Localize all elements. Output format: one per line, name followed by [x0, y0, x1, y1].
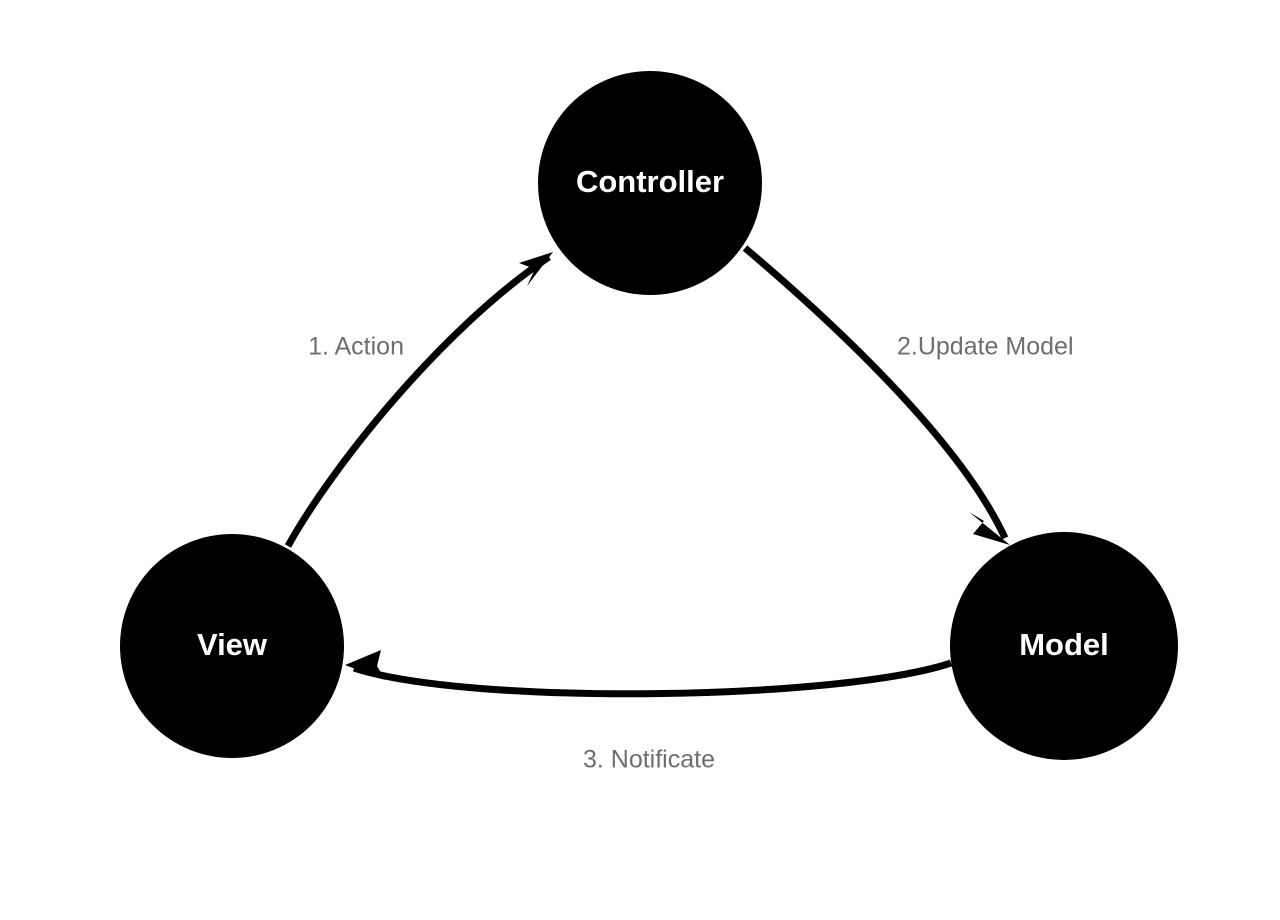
edge-path-controller-to-model [742, 245, 1009, 540]
arrowhead-to-controller-icon [519, 252, 553, 286]
arrowhead-to-model-icon [969, 512, 1010, 545]
edge-path-model-to-view [352, 659, 953, 698]
node-view[interactable]: View [120, 534, 344, 758]
node-controller[interactable]: Controller [538, 71, 762, 295]
node-view-circle[interactable] [120, 534, 344, 758]
node-model-label: Model [1019, 627, 1109, 662]
edge-label-action: 1. Action [308, 333, 404, 361]
node-model-circle[interactable] [950, 532, 1178, 760]
edge-controller-to-model: 2.Update Model [742, 245, 1074, 545]
edge-label-update-model: 2.Update Model [897, 333, 1074, 361]
node-controller-label: Controller [576, 164, 724, 199]
arrowhead-to-view-icon [345, 650, 385, 680]
node-controller-circle[interactable] [538, 71, 762, 295]
node-model[interactable]: Model [950, 532, 1178, 760]
edge-view-to-controller: 1. Action [284, 252, 553, 548]
node-view-label: View [197, 627, 268, 662]
edge-model-to-view: 3. Notificate [345, 650, 953, 774]
edge-label-notificate: 3. Notificate [583, 746, 715, 774]
edge-path-view-to-controller [284, 254, 551, 548]
